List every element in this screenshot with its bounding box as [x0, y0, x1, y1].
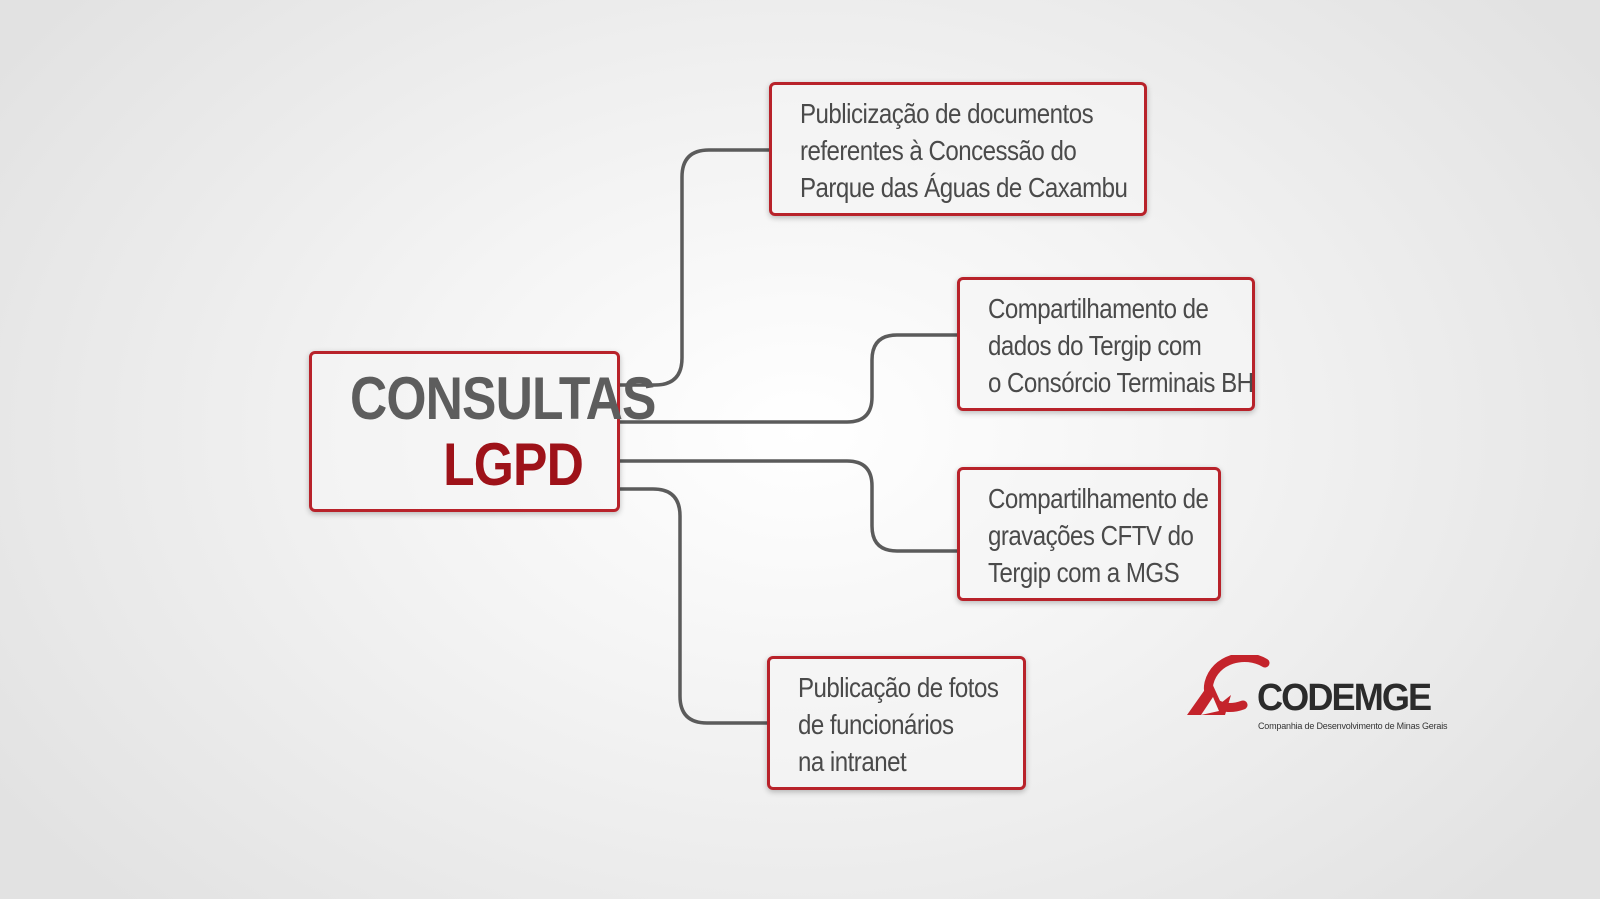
- topic-node-2: Compartilhamento de dados do Tergip com …: [957, 277, 1255, 411]
- topic-text-line: referentes à Concessão do: [800, 135, 1077, 166]
- logo-name: CODEMGE: [1257, 677, 1432, 719]
- topic-node-3: Compartilhamento de gravações CFTV do Te…: [957, 467, 1221, 601]
- central-title-line2: LGPD: [443, 431, 584, 498]
- topic-text-line: Publicação de fotos: [798, 672, 999, 703]
- codemge-logo: CODEMGE Companhia de Desenvolvimento de …: [1185, 655, 1450, 735]
- topic-text-line: Publicização de documentos: [800, 98, 1094, 129]
- topic-text-line: gravações CFTV do: [988, 520, 1194, 551]
- topic-text-line: dados do Tergip com: [988, 330, 1202, 361]
- connector-topic-3: [618, 459, 959, 553]
- connector-topic-4: [618, 487, 769, 725]
- topic-text-line: na intranet: [798, 746, 907, 777]
- topic-text-line: de funcionários: [798, 709, 954, 740]
- topic-text-line: o Consórcio Terminais BH: [988, 367, 1254, 398]
- connector-topic-2: [618, 333, 959, 424]
- topic-node-1: Publicização de documentos referentes à …: [769, 82, 1147, 216]
- central-title-line1: CONSULTAS: [349, 365, 657, 432]
- topic-text-line: Compartilhamento de: [988, 293, 1209, 324]
- topic-text-line: Compartilhamento de: [988, 483, 1209, 514]
- codemge-emblem-icon: [1187, 655, 1270, 715]
- central-node: CONSULTAS LGPD: [309, 351, 657, 512]
- connector-topic-1: [618, 148, 771, 387]
- topic-text-line: Parque das Águas de Caxambu: [800, 172, 1128, 203]
- topic-node-4: Publicação de fotos de funcionários na i…: [767, 656, 1026, 790]
- topic-text-line: Tergip com a MGS: [988, 557, 1180, 588]
- logo-subtitle: Companhia de Desenvolvimento de Minas Ge…: [1258, 721, 1448, 731]
